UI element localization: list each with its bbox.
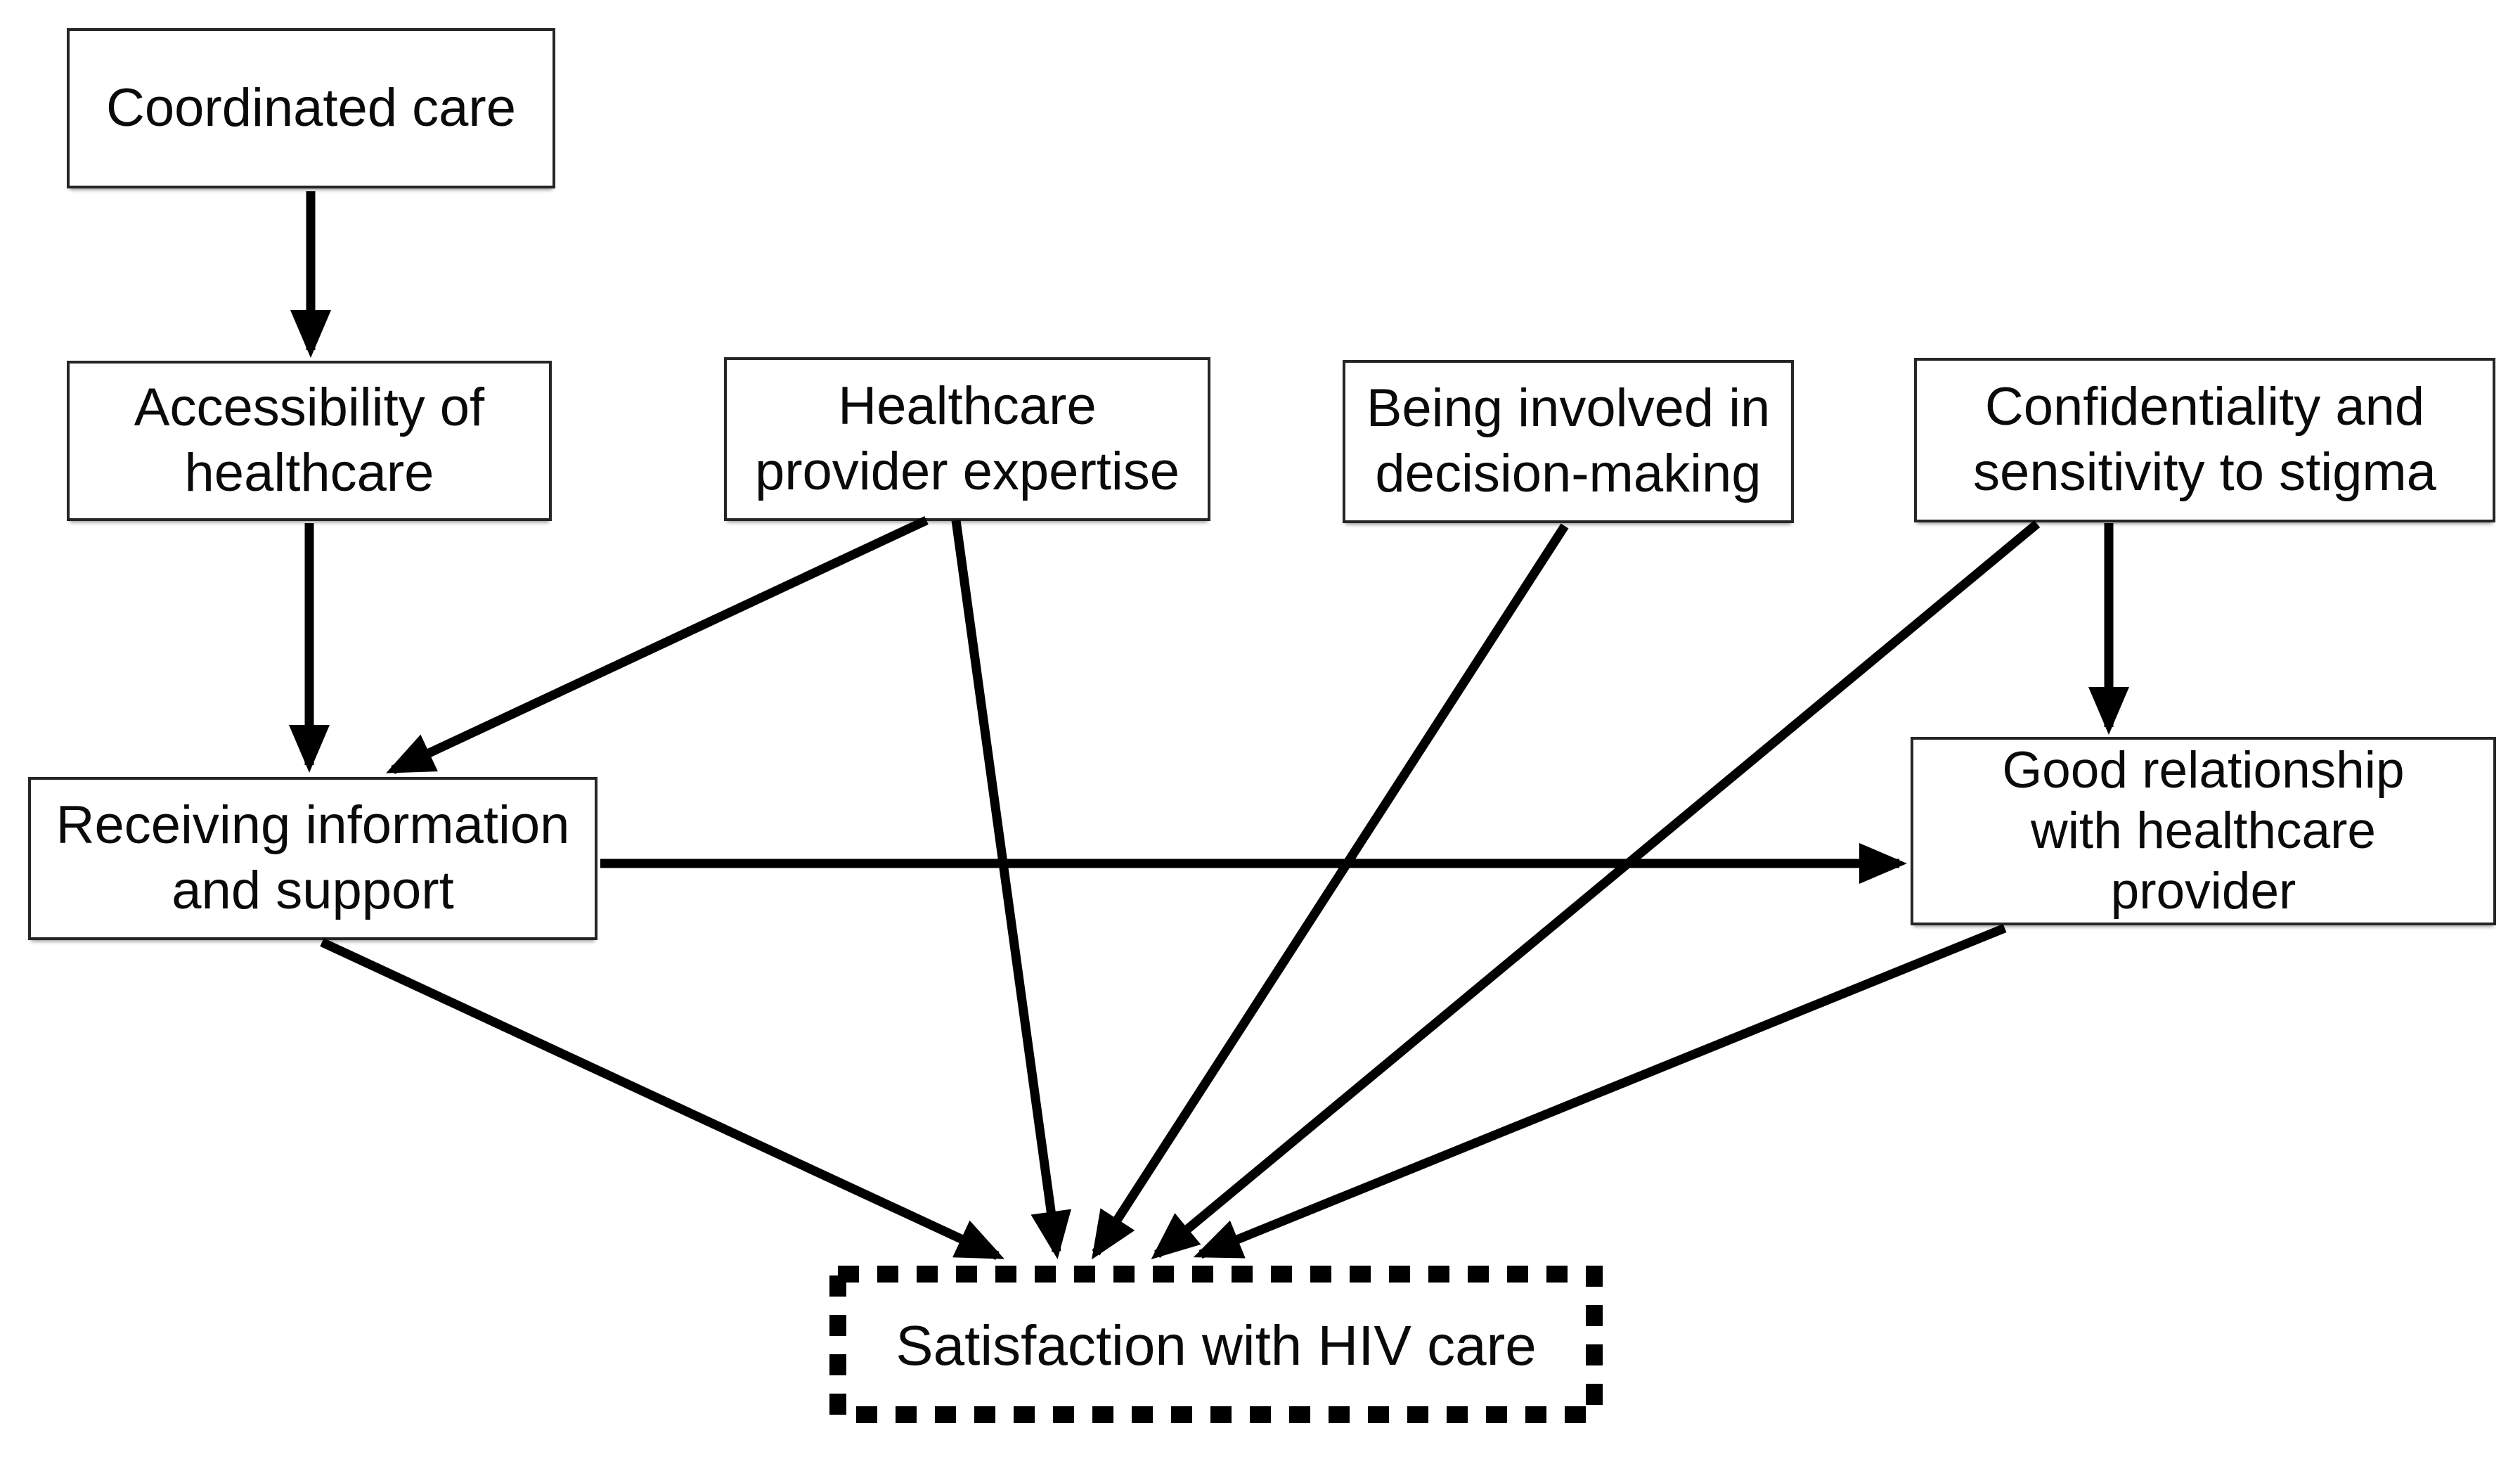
arrow-provider-expertise-to-receiving-info bbox=[386, 516, 929, 774]
node-being-involved-in-decision-making: Being involved in decision-making bbox=[1343, 360, 1794, 523]
arrow-decision-making-to-satisfaction bbox=[1092, 523, 1569, 1260]
node-coordinated-care: Coordinated care bbox=[67, 28, 555, 188]
node-accessibility-of-healthcare: Accessibility of healthcare bbox=[67, 361, 552, 521]
arrow-provider-expertise-to-satisfaction bbox=[951, 520, 1071, 1259]
arrow-confidentiality-to-satisfaction bbox=[1151, 520, 2041, 1260]
node-healthcare-provider-expertise: Healthcare provider expertise bbox=[724, 357, 1210, 521]
arrow-receiving-info-to-satisfaction bbox=[320, 938, 1004, 1260]
node-receiving-information-and-support: Receiving information and support bbox=[28, 777, 597, 940]
node-good-relationship-with-healthcare-provider: Good relationship with healthcare provid… bbox=[1911, 737, 2496, 925]
node-confidentiality-sensitivity-to-stigma: Confidentiality and sensitivity to stigm… bbox=[1914, 358, 2495, 522]
arrow-good-relationship-to-satisfaction bbox=[1193, 923, 2007, 1259]
node-satisfaction-with-hiv-care: Satisfaction with HIV care bbox=[896, 1314, 1537, 1377]
